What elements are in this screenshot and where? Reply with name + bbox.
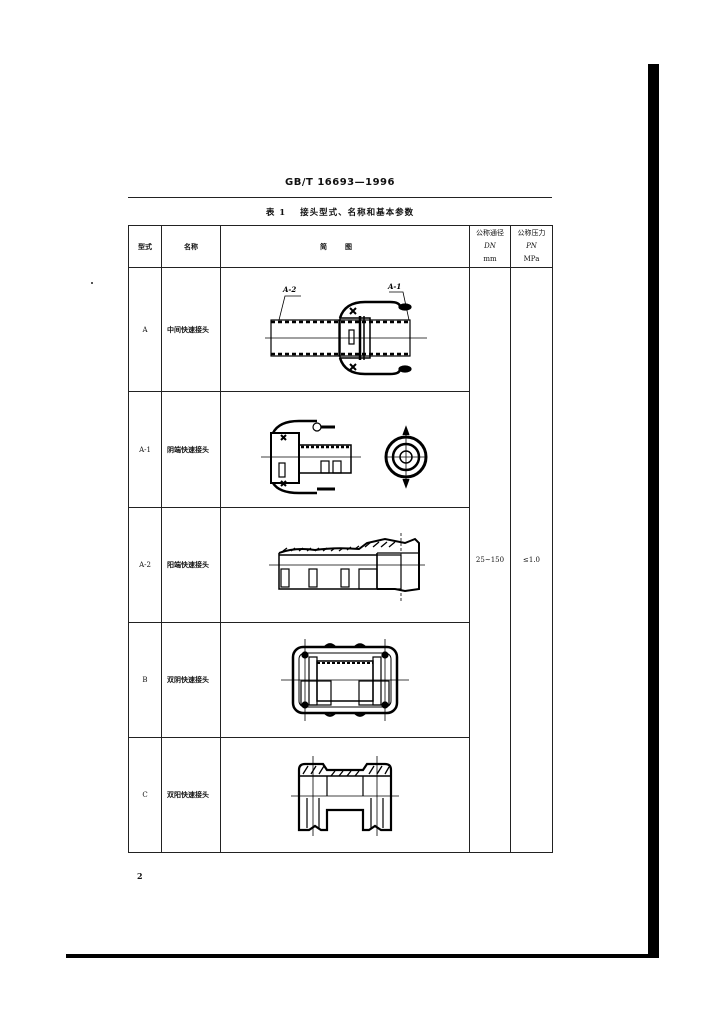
table-caption-number: 表 1	[265, 208, 287, 218]
table-row: A 中间快速接头	[128, 267, 553, 853]
row-type: B	[128, 622, 162, 738]
table-caption-title: 接头型式、名称和基本参数	[300, 208, 415, 218]
header-type: 型式	[128, 225, 162, 268]
table-row: A-1 阴端快速接头	[128, 391, 553, 508]
callout-a2: A-2	[282, 285, 296, 294]
row-name: 阴端快速接头	[161, 391, 221, 508]
row-name: 双阳快速接头	[161, 737, 221, 853]
drawing-female-end-quick-coupling	[220, 391, 470, 508]
header-drawing: 简图	[220, 225, 470, 268]
drawing-double-female-quick-coupling	[220, 622, 470, 738]
drawing-double-male-quick-coupling	[220, 737, 470, 853]
intermediate-coupling-drawing-icon: A-2 A-1	[265, 282, 427, 375]
callout-a1: A-1	[387, 282, 401, 291]
header-dn-label: 公称通径	[476, 229, 504, 237]
header-rule	[128, 197, 552, 198]
standard-number-header: GB/T 16693—1996	[285, 177, 395, 188]
header-drawing-label: 简图	[320, 241, 370, 251]
header-name: 名称	[161, 225, 221, 268]
drawing-intermediate-quick-coupling: A-2 A-1	[220, 267, 470, 392]
scan-border-bottom	[66, 954, 659, 958]
scan-border-right	[648, 64, 659, 958]
header-dn-unit: mm	[483, 255, 497, 263]
table-row: C 双阳快速接头	[128, 737, 553, 853]
header-nominal-pressure: 公称压力 PN MPa	[510, 225, 553, 268]
female-coupling-drawing-icon	[261, 419, 428, 494]
row-type: A-1	[128, 391, 162, 508]
row-name: 阳端快速接头	[161, 507, 221, 623]
drawing-male-end-quick-coupling	[220, 507, 470, 623]
nominal-pressure-value: ≤1.0	[510, 267, 553, 853]
double-male-coupling-drawing-icon	[291, 756, 399, 836]
row-type: C	[128, 737, 162, 853]
header-nominal-diameter: 公称通径 DN mm	[469, 225, 511, 268]
row-name: 双阴快速接头	[161, 622, 221, 738]
scan-speck	[91, 282, 93, 284]
header-pn-unit: MPa	[523, 255, 540, 263]
page-number: 2	[137, 871, 143, 881]
table-header-row: 型式 名称 简图 公称通径 DN mm 公称压力 PN MPa	[128, 225, 553, 268]
table-row: A-2 阳端快速接头	[128, 507, 553, 623]
header-pn-symbol: PN	[526, 242, 537, 250]
coupling-spec-table: 型式 名称 简图 公称通径 DN mm 公称压力 PN MPa A 中间快速接头	[128, 225, 553, 853]
nominal-diameter-value: 25~150	[469, 267, 511, 853]
table-caption: 表 1 接头型式、名称和基本参数	[128, 206, 552, 218]
row-type: A	[128, 267, 162, 392]
header-dn-symbol: DN	[484, 242, 496, 250]
row-name: 中间快速接头	[161, 267, 221, 392]
header-pn-label: 公称压力	[517, 229, 546, 237]
male-coupling-drawing-icon	[269, 533, 425, 601]
row-type: A-2	[128, 507, 162, 623]
double-female-coupling-drawing-icon	[281, 639, 409, 721]
